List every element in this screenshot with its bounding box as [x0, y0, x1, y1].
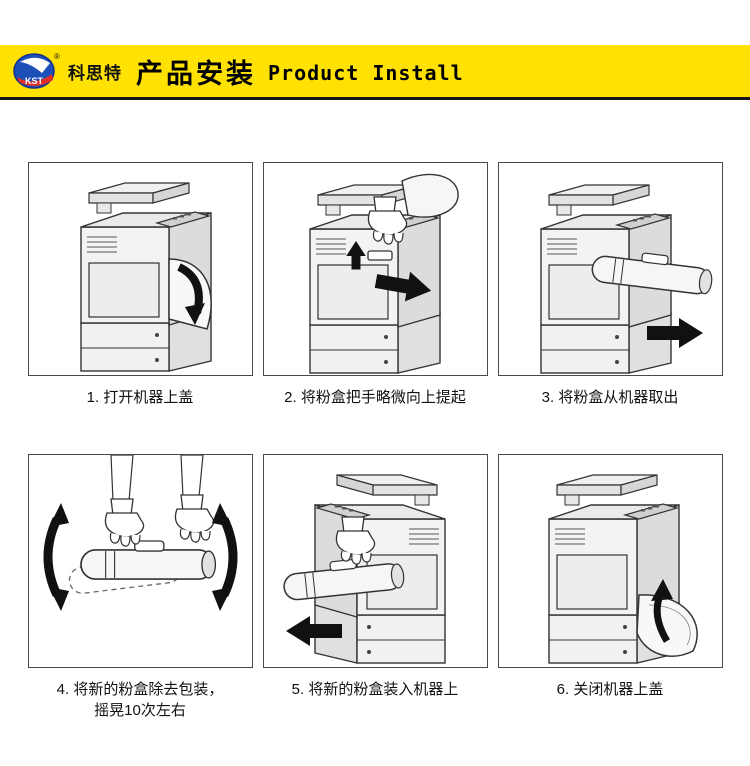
step-3-panel	[497, 162, 723, 376]
step-4-panel	[27, 454, 253, 668]
install-steps-grid: 1. 打开机器上盖 2. 将粉盒把手略微向上提起	[27, 162, 723, 721]
section-title-cn: 产品安装	[136, 58, 256, 89]
step-4-caption-line1: 4. 将新的粉盒除去包装，	[56, 681, 224, 698]
step-4-caption-line2: 摇晃10次左右	[94, 702, 186, 719]
brand-logo-wrap: KST ®	[12, 50, 62, 92]
step-5-panel	[262, 454, 488, 668]
brand-name: 科思特	[68, 63, 122, 83]
section-title-en: Product Install	[268, 61, 464, 85]
step-5-illustration-insert-cartridge	[280, 474, 446, 664]
step-2: 2. 将粉盒把手略微向上提起	[262, 162, 488, 408]
registered-mark: ®	[54, 52, 60, 61]
kst-logo-text: KST	[25, 76, 44, 86]
step-2-illustration-lift-handle	[308, 173, 459, 374]
step-1-caption: 1. 打开机器上盖	[86, 389, 194, 406]
step-4-illustration-shake-cartridge	[29, 455, 252, 667]
header-banner: KST ® 科思特 产品安装 Product Install	[0, 45, 750, 100]
step-6: 6. 关闭机器上盖	[497, 454, 723, 721]
step-4-caption: 4. 将新的粉盒除去包装， 摇晃10次左右	[28, 679, 253, 721]
step-2-panel	[262, 162, 488, 376]
step-5: 5. 将新的粉盒装入机器上	[262, 454, 488, 721]
step-6-illustration-close-top-cover	[547, 474, 698, 664]
step-3-caption: 3. 将粉盒从机器取出	[541, 389, 679, 406]
step-1: 1. 打开机器上盖	[27, 162, 253, 408]
step-3: 3. 将粉盒从机器取出	[497, 162, 723, 408]
step-2-caption: 2. 将粉盒把手略微向上提起	[284, 389, 466, 406]
step-1-illustration-open-top-cover	[79, 182, 212, 372]
step-1-panel	[27, 162, 253, 376]
step-5-caption: 5. 将新的粉盒装入机器上	[291, 681, 459, 698]
step-6-panel	[497, 454, 723, 668]
kst-logo-icon: KST ®	[13, 52, 60, 89]
step-4: 4. 将新的粉盒除去包装， 摇晃10次左右	[27, 454, 253, 721]
step-6-caption: 6. 关闭机器上盖	[556, 681, 664, 698]
step-3-illustration-remove-cartridge	[539, 184, 715, 374]
